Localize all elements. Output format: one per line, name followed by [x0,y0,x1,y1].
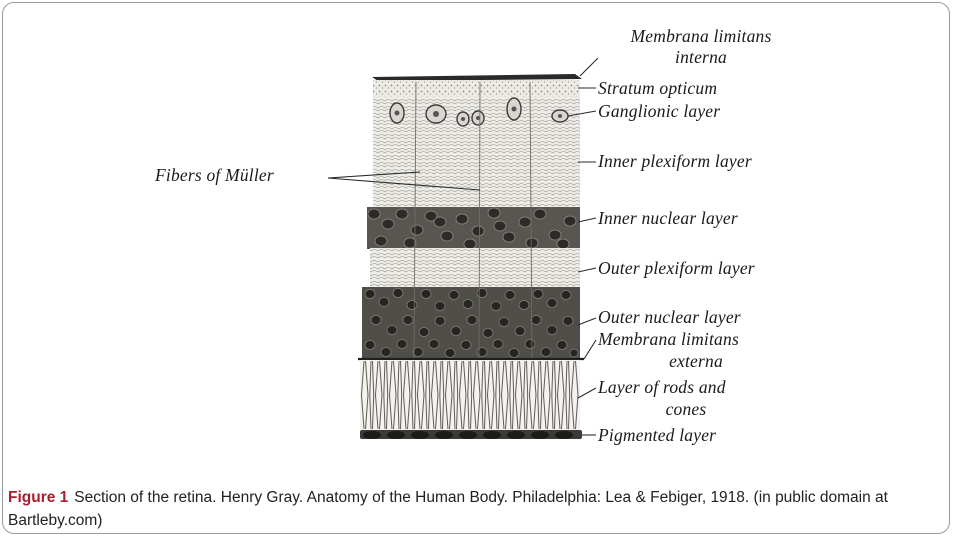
figure-caption-text: Section of the retina. Henry Gray. Anato… [8,489,888,529]
outer-plexiform-band [370,248,580,288]
label-membrana-interna-line2: interna [596,47,806,67]
label-rods-cones-line2: cones [598,399,774,419]
figure-label: Figure 1 [8,489,68,506]
pigment-cells [363,431,573,439]
label-inner-plexiform-layer: Inner plexiform layer [598,151,752,171]
label-outer-nuclear-layer: Outer nuclear layer [598,307,741,327]
stratum-opticum-band [373,80,580,98]
label-stratum-opticum: Stratum opticum [598,78,717,98]
label-inner-nuclear-layer: Inner nuclear layer [598,208,738,228]
membrana-interna-line [372,74,582,81]
label-membrana-externa-line1: Membrana limitans [598,329,739,349]
label-rods-cones-line1: Layer of rods and [598,377,726,397]
label-membrana-externa-line2: externa [598,351,794,371]
label-ganglionic-layer: Ganglionic layer [598,101,720,121]
inner-plexiform-band [373,136,580,208]
label-fibers-of-muller: Fibers of Müller [155,165,274,185]
label-outer-plexiform-layer: Outer plexiform layer [598,258,755,278]
rods-cones-band [360,360,580,432]
retina-section-drawing [0,0,955,460]
label-pigmented-layer: Pigmented layer [598,425,716,445]
label-membrana-interna-line1: Membrana limitans [596,26,806,46]
retina-diagram: Membrana limitans interna Stratum opticu… [0,0,955,460]
